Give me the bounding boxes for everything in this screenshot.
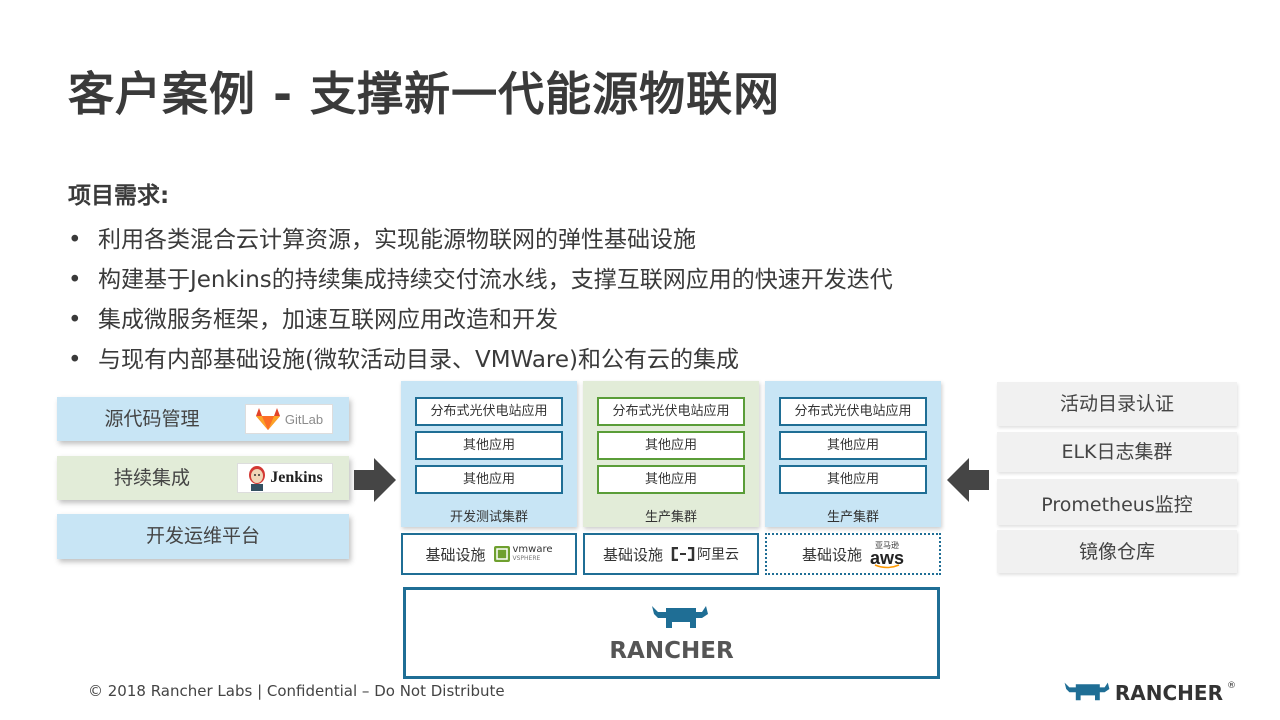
devops-platform-box: 开发运维平台: [57, 514, 349, 559]
app-other: 其他应用: [415, 465, 563, 494]
requirement-item: •与现有内部基础设施(微软活动目录、VMWare)和公有云的集成: [68, 340, 893, 380]
rancher-platform: RANCHER: [403, 587, 940, 679]
registered-mark: ®: [1227, 681, 1236, 691]
gitlab-text: GitLab: [284, 411, 324, 427]
app-other: 其他应用: [597, 465, 745, 494]
dev-test-cluster: 分布式光伏电站应用 其他应用 其他应用 开发测试集群: [401, 381, 577, 527]
footer-copyright: © 2018 Rancher Labs | Confidential – Do …: [88, 682, 505, 700]
requirements-heading: 项目需求:: [68, 183, 170, 209]
vmware-icon: [493, 546, 510, 562]
cluster-name: 生产集群: [644, 510, 697, 525]
continuous-integration-box: 持续集成 Jenkins: [57, 456, 349, 500]
infra-vmware: 基础设施 vmware VSPHERE: [401, 533, 577, 575]
requirement-item: •集成微服务框架，加速互联网应用改造和开发: [68, 300, 893, 340]
infra-label: 基础设施: [801, 545, 862, 564]
bullet-icon: •: [68, 227, 82, 253]
app-pv-station: 分布式光伏电站应用: [779, 397, 927, 426]
app-other: 其他应用: [597, 431, 745, 460]
bullet-icon: •: [68, 267, 82, 293]
production-cluster: 分布式光伏电站应用 其他应用 其他应用 生产集群: [583, 381, 759, 527]
slide-title: 客户案例 - 支撑新一代能源物联网: [68, 67, 781, 121]
infra-aws: 基础设施 亚马逊 aws: [765, 533, 941, 575]
ci-label: 持续集成: [113, 467, 190, 489]
requirement-item: •构建基于Jenkins的持续集成持续交付流水线，支撑互联网应用的快速开发迭代: [68, 260, 893, 300]
image-registry-box: 镜像仓库: [997, 530, 1237, 573]
bullet-icon: •: [68, 347, 82, 373]
cluster-name: 开发测试集群: [449, 510, 528, 525]
infra-label: 基础设施: [425, 545, 486, 564]
arrow-right-icon: [354, 458, 396, 502]
prometheus-box: Prometheus监控: [997, 479, 1237, 525]
cluster-name: 生产集群: [826, 510, 879, 525]
source-control-box: 源代码管理 GitLab: [57, 397, 349, 441]
requirement-item: •利用各类混合云计算资源，实现能源物联网的弹性基础设施: [68, 220, 893, 260]
jenkins-butler-icon: [249, 466, 266, 491]
jenkins-text: Jenkins: [270, 469, 323, 486]
aliyun-icon: [671, 547, 695, 561]
rancher-cow-icon: [652, 606, 708, 628]
vmware-logo: vmware VSPHERE: [493, 545, 553, 563]
rancher-platform-label: RANCHER: [609, 638, 734, 664]
rancher-cow-icon: [1064, 682, 1110, 701]
jenkins-logo: Jenkins: [237, 463, 333, 493]
devops-platform-label: 开发运维平台: [145, 525, 260, 547]
gitlab-fox-icon: [255, 408, 280, 430]
production-cluster: 分布式光伏电站应用 其他应用 其他应用 生产集群: [765, 381, 941, 527]
aws-icon: aws: [869, 547, 905, 568]
ad-auth-box: 活动目录认证: [997, 382, 1237, 426]
aws-logo: 亚马逊 aws: [869, 540, 905, 568]
source-control-label: 源代码管理: [104, 408, 200, 430]
app-other: 其他应用: [779, 431, 927, 460]
elk-cluster-box: ELK日志集群: [997, 432, 1237, 472]
aliyun-logo: 阿里云: [671, 544, 739, 564]
rancher-brand-logo: RANCHER ®: [1063, 681, 1236, 705]
gitlab-logo: GitLab: [245, 404, 333, 434]
brand-text: RANCHER: [1114, 681, 1223, 705]
requirements-list: •利用各类混合云计算资源，实现能源物联网的弹性基础设施 •构建基于Jenkins…: [68, 220, 893, 380]
app-other: 其他应用: [779, 465, 927, 494]
bullet-icon: •: [68, 307, 82, 333]
arrow-left-icon: [947, 458, 989, 502]
app-pv-station: 分布式光伏电站应用: [597, 397, 745, 426]
app-other: 其他应用: [415, 431, 563, 460]
app-pv-station: 分布式光伏电站应用: [415, 397, 563, 426]
infra-label: 基础设施: [602, 545, 663, 564]
infra-aliyun: 基础设施 阿里云: [583, 533, 759, 575]
